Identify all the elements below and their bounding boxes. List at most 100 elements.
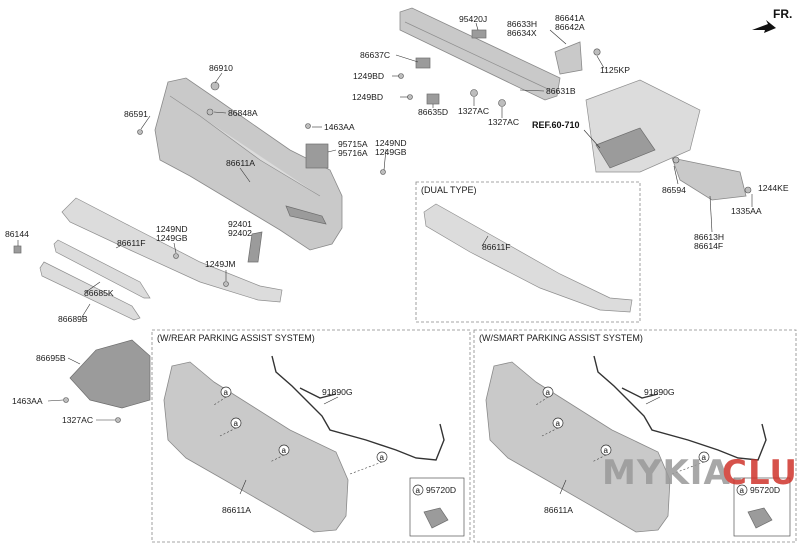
label-86611A-main[interactable]: 86611A <box>226 158 255 168</box>
label-86695B[interactable]: 86695B <box>36 353 66 363</box>
under-cover-86695B-shape <box>69 339 151 409</box>
clip-86594-icon <box>672 156 680 164</box>
label-1244KE[interactable]: 1244KE <box>758 183 789 193</box>
marker-a-rpa-3-label: a <box>282 446 287 455</box>
bolt-1244KE-icon <box>744 186 752 194</box>
label-86611A-spa[interactable]: 86611A <box>544 505 573 515</box>
leader-lines <box>17 22 753 495</box>
label-86611F-main[interactable]: 86611F <box>117 238 146 248</box>
label-86634X[interactable]: 86634X <box>507 28 537 38</box>
smart-parking-assist-box <box>473 329 797 543</box>
label-86613H[interactable]: 86613H <box>694 232 724 242</box>
label-95716A[interactable]: 95716A <box>338 148 368 158</box>
label-92402[interactable]: 92402 <box>228 228 252 238</box>
label-1249BD-a[interactable]: 1249BD <box>353 71 384 81</box>
bolt-1125KP-icon <box>593 48 601 56</box>
label-1327AC-b[interactable]: 1327AC <box>488 117 519 127</box>
label-1327AC-a[interactable]: 1327AC <box>458 106 489 116</box>
label-1249GB-top[interactable]: 1249GB <box>375 147 407 157</box>
rear-body-panel-reference <box>585 79 752 201</box>
spa-wiring-91890G-shape <box>593 355 767 461</box>
sensor-position-markers: a a a a a a a a a a <box>213 386 748 496</box>
label-1125KP[interactable]: 1125KP <box>600 65 630 75</box>
label-1249BD-b[interactable]: 1249BD <box>352 92 383 102</box>
main-bumper-cover <box>137 77 386 251</box>
marker-a-spa-4-label: a <box>702 453 707 462</box>
front-label: FR. <box>773 7 792 21</box>
taillamp-opening-shape <box>595 127 656 169</box>
label-86631B[interactable]: 86631B <box>546 86 576 96</box>
front-direction-indicator: FR. <box>752 7 792 33</box>
label-1327AC-bot[interactable]: 1327AC <box>62 415 93 425</box>
label-1249GB-mid[interactable]: 1249GB <box>156 233 188 243</box>
nut-1327AC-bot-icon <box>115 417 121 423</box>
marker-a-rpa-detail-label: a <box>416 486 421 495</box>
label-86611F-dual[interactable]: 86611F <box>482 242 511 252</box>
label-91890G-spa[interactable]: 91890G <box>644 387 675 397</box>
label-86633H[interactable]: 86633H <box>507 19 537 29</box>
label-86910[interactable]: 86910 <box>209 63 233 73</box>
front-arrow-icon <box>752 20 776 33</box>
label-1335AA[interactable]: 1335AA <box>731 206 762 216</box>
label-86685K[interactable]: 86685K <box>84 288 114 298</box>
moulding-86689B-shape <box>39 261 141 321</box>
label-ref-60-710[interactable]: REF.60-710 <box>532 120 580 130</box>
under-cover-assembly <box>63 339 151 423</box>
back-beam-assembly <box>398 7 601 107</box>
bolt-1249JM-icon <box>223 281 229 287</box>
clip-86848A-icon <box>206 108 214 116</box>
label-95420J[interactable]: 95420J <box>459 14 487 24</box>
marker-a-rpa-2-label: a <box>234 419 239 428</box>
reflector-92401-shape <box>247 231 263 263</box>
label-86594[interactable]: 86594 <box>662 185 686 195</box>
bumper-cover-86611A-shape <box>154 77 343 251</box>
label-92401[interactable]: 92401 <box>228 219 252 229</box>
bracket-86637C-icon <box>415 57 431 69</box>
rpa-bumper-86611A-shape <box>163 361 349 533</box>
label-86614F[interactable]: 86614F <box>694 241 723 251</box>
rear-parking-assist-title: (W/REAR PARKING ASSIST SYSTEM) <box>157 333 315 343</box>
label-86848A[interactable]: 86848A <box>228 108 258 118</box>
label-95720D-spa[interactable]: 95720D <box>750 485 780 495</box>
label-1249ND-mid[interactable]: 1249ND <box>156 224 188 234</box>
bumper-cover-crease <box>169 95 321 197</box>
marker-a-spa-detail <box>736 484 748 496</box>
label-1249ND-top[interactable]: 1249ND <box>375 138 407 148</box>
label-86689B[interactable]: 86689B <box>58 314 88 324</box>
screw-86591-icon <box>137 129 143 135</box>
bolt-1463AA-bot-icon <box>63 397 69 403</box>
label-86641A[interactable]: 86641A <box>555 13 585 23</box>
label-86642A[interactable]: 86642A <box>555 22 585 32</box>
label-95715A[interactable]: 95715A <box>338 139 368 149</box>
label-86144[interactable]: 86144 <box>5 229 29 239</box>
part-number-labels: 86910 86848A 86591 1463AA 95715A 95716A … <box>5 13 789 515</box>
label-86637C[interactable]: 86637C <box>360 50 390 60</box>
rpa-wiring-91890G-shape <box>271 355 445 461</box>
label-91890G-rpa[interactable]: 91890G <box>322 387 353 397</box>
moulding-86685K-shape <box>53 239 151 299</box>
dual-type-box <box>415 181 641 323</box>
bolt-1249ND-top-icon <box>380 169 386 175</box>
label-1463AA-bot[interactable]: 1463AA <box>12 396 43 406</box>
label-1463AA-top[interactable]: 1463AA <box>324 122 355 132</box>
watermark-text-grey: MYKIA. <box>602 453 745 493</box>
clip-95420J-icon <box>471 29 487 39</box>
label-86611A-rpa[interactable]: 86611A <box>222 505 251 515</box>
back-beam-shape <box>399 7 561 101</box>
marker-a-spa-detail-label: a <box>740 486 745 495</box>
bolt-1249BD-b-icon <box>407 94 413 100</box>
marker-a-spa-1-label: a <box>546 388 551 397</box>
label-86591[interactable]: 86591 <box>124 109 148 119</box>
spa-bumper-group <box>485 355 791 537</box>
label-86635D[interactable]: 86635D <box>418 107 448 117</box>
site-watermark: MYKIA. CLUB <box>602 453 800 493</box>
watermark-text-red: CLUB <box>722 453 800 493</box>
back-beam-ridge <box>404 21 551 91</box>
label-95720D-rpa[interactable]: 95720D <box>426 485 456 495</box>
side-bracket-86613H-shape <box>671 157 747 201</box>
label-1249JM[interactable]: 1249JM <box>205 259 236 269</box>
smart-parking-assist-title: (W/SMART PARKING ASSIST SYSTEM) <box>479 333 643 343</box>
marker-a-rpa-4-label: a <box>380 453 385 462</box>
lower-diffuser-assembly <box>13 197 283 321</box>
